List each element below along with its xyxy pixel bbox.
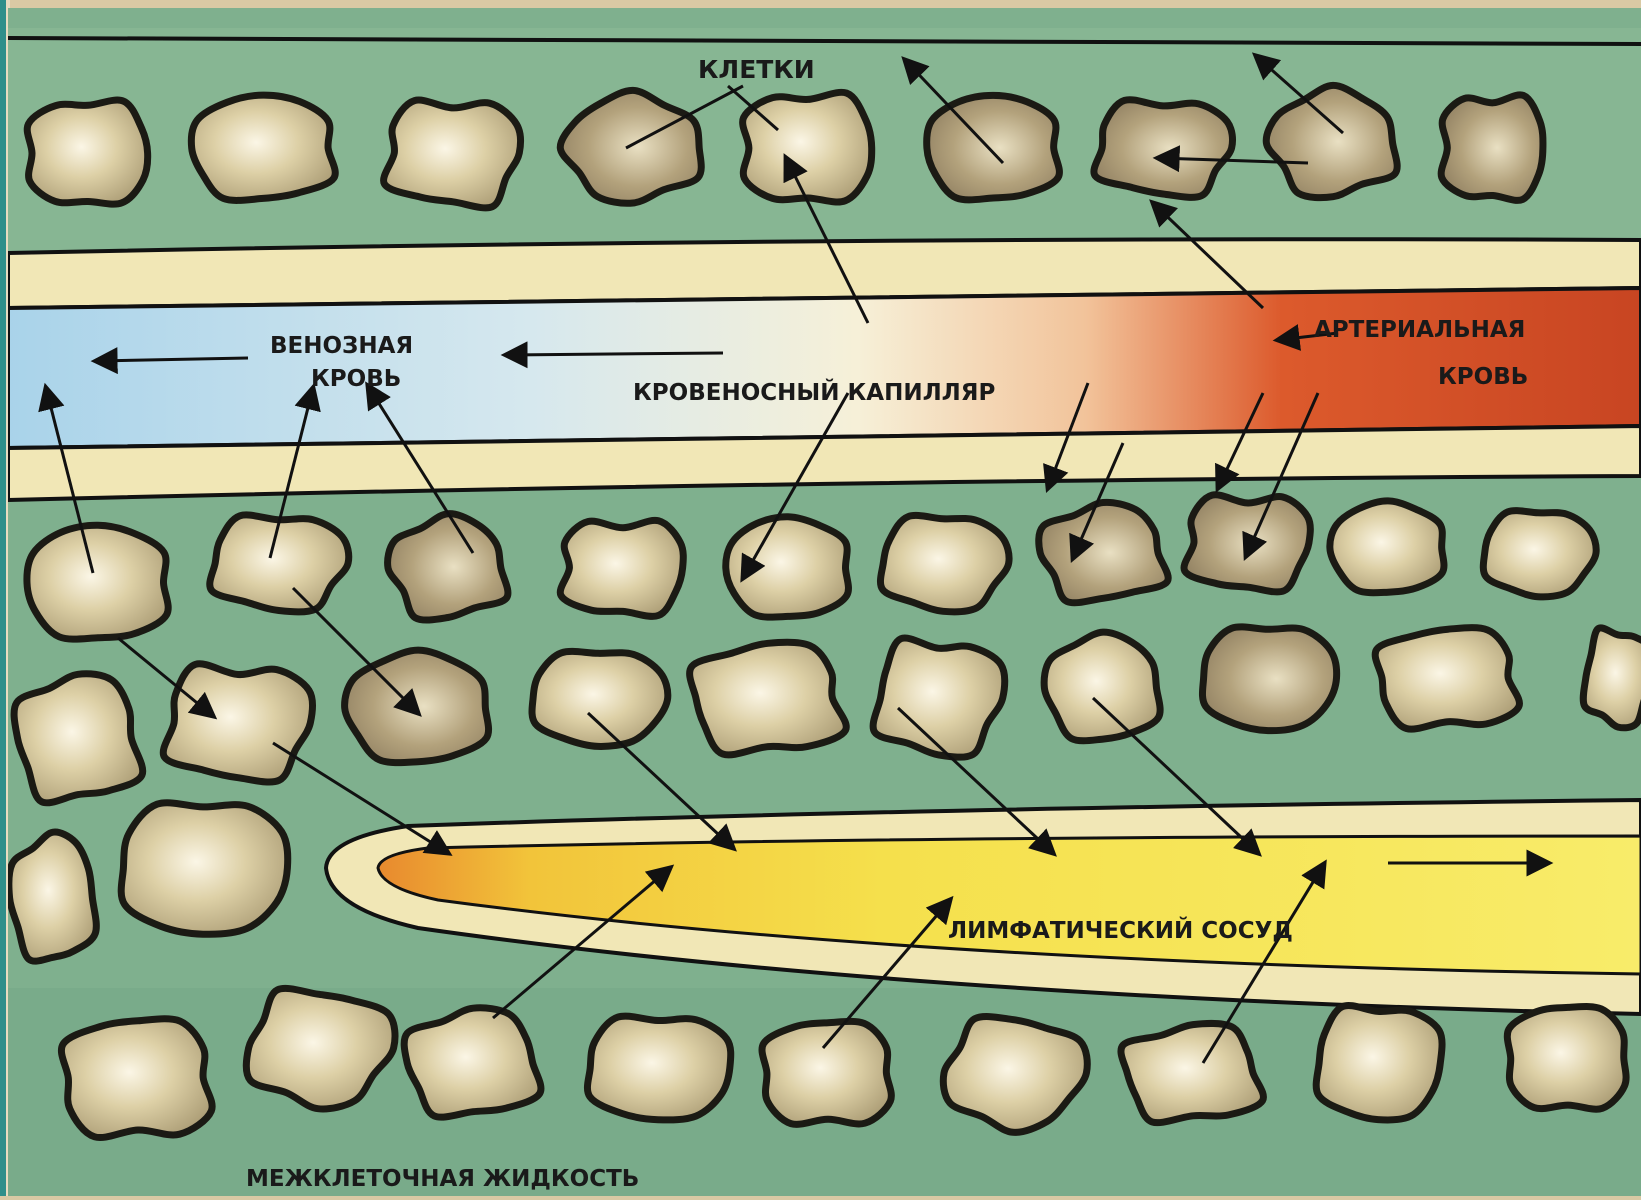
- cell-shape: [1583, 628, 1641, 728]
- cell-shape: [210, 515, 349, 612]
- cell-shape: [9, 832, 96, 961]
- cell-shape: [191, 95, 335, 200]
- cell-shape: [1039, 502, 1168, 602]
- cell-shape: [1044, 632, 1160, 741]
- cell-shape: [1375, 628, 1519, 729]
- label-venous-blood-line1: ВЕНОЗНАЯ: [270, 333, 413, 359]
- label-interstitial-fluid: МЕЖКЛЕТОЧНАЯ ЖИДКОСТЬ: [246, 1166, 639, 1192]
- cell-shape: [1316, 1005, 1442, 1120]
- cell-shape: [880, 515, 1009, 611]
- capillary-diagram: КЛЕТКИ ВЕНОЗНАЯ КРОВЬ КРОВЕНОСНЫЙ КАПИЛЛ…: [8, 8, 1641, 1196]
- cell-shape: [14, 674, 143, 803]
- cell-shape: [726, 517, 849, 617]
- label-lymph-vessel: ЛИМФАТИЧЕСКИЙ СОСУД: [948, 916, 1293, 944]
- cell-shape: [1330, 501, 1444, 593]
- cell-shape: [1483, 511, 1596, 597]
- cell-shape: [1202, 627, 1336, 731]
- cell-shape: [1121, 1023, 1263, 1122]
- cell-shape: [1184, 495, 1310, 592]
- cell-shape: [121, 803, 288, 935]
- cell-shape: [163, 664, 312, 782]
- label-capillary: КРОВЕНОСНЫЙ КАПИЛЛЯР: [633, 378, 995, 406]
- cell-shape: [927, 95, 1060, 199]
- label-arterial-blood-line2: КРОВЬ: [1438, 364, 1528, 390]
- cell-shape: [560, 520, 683, 616]
- cell-shape: [690, 642, 847, 755]
- cell-shape: [27, 525, 168, 639]
- label-venous-blood-line2: КРОВЬ: [311, 366, 401, 392]
- cell-shape: [743, 92, 872, 202]
- cell-shape: [873, 638, 1005, 757]
- blood-capillary: [8, 239, 1641, 500]
- cell-shape: [762, 1021, 891, 1124]
- cell-shape: [587, 1016, 730, 1120]
- cell-shape: [345, 650, 489, 763]
- label-cells: КЛЕТКИ: [698, 55, 815, 84]
- cell-shape: [1507, 1007, 1626, 1110]
- cell-shape: [532, 651, 668, 746]
- cell-shape: [1094, 100, 1233, 198]
- cell-shape: [27, 100, 147, 204]
- cell-shape: [404, 1008, 541, 1117]
- diagram-scene: КЛЕТКИ ВЕНОЗНАЯ КРОВЬ КРОВЕНОСНЫЙ КАПИЛЛ…: [8, 8, 1641, 1196]
- cell-shape: [61, 1019, 212, 1138]
- arrow-icon: [506, 353, 723, 355]
- label-arterial-blood-line1: АРТЕРИАЛЬНАЯ: [1314, 317, 1525, 343]
- capillary-lumen: [8, 288, 1641, 448]
- cell-shape: [1441, 95, 1543, 201]
- cell-shape: [384, 100, 521, 208]
